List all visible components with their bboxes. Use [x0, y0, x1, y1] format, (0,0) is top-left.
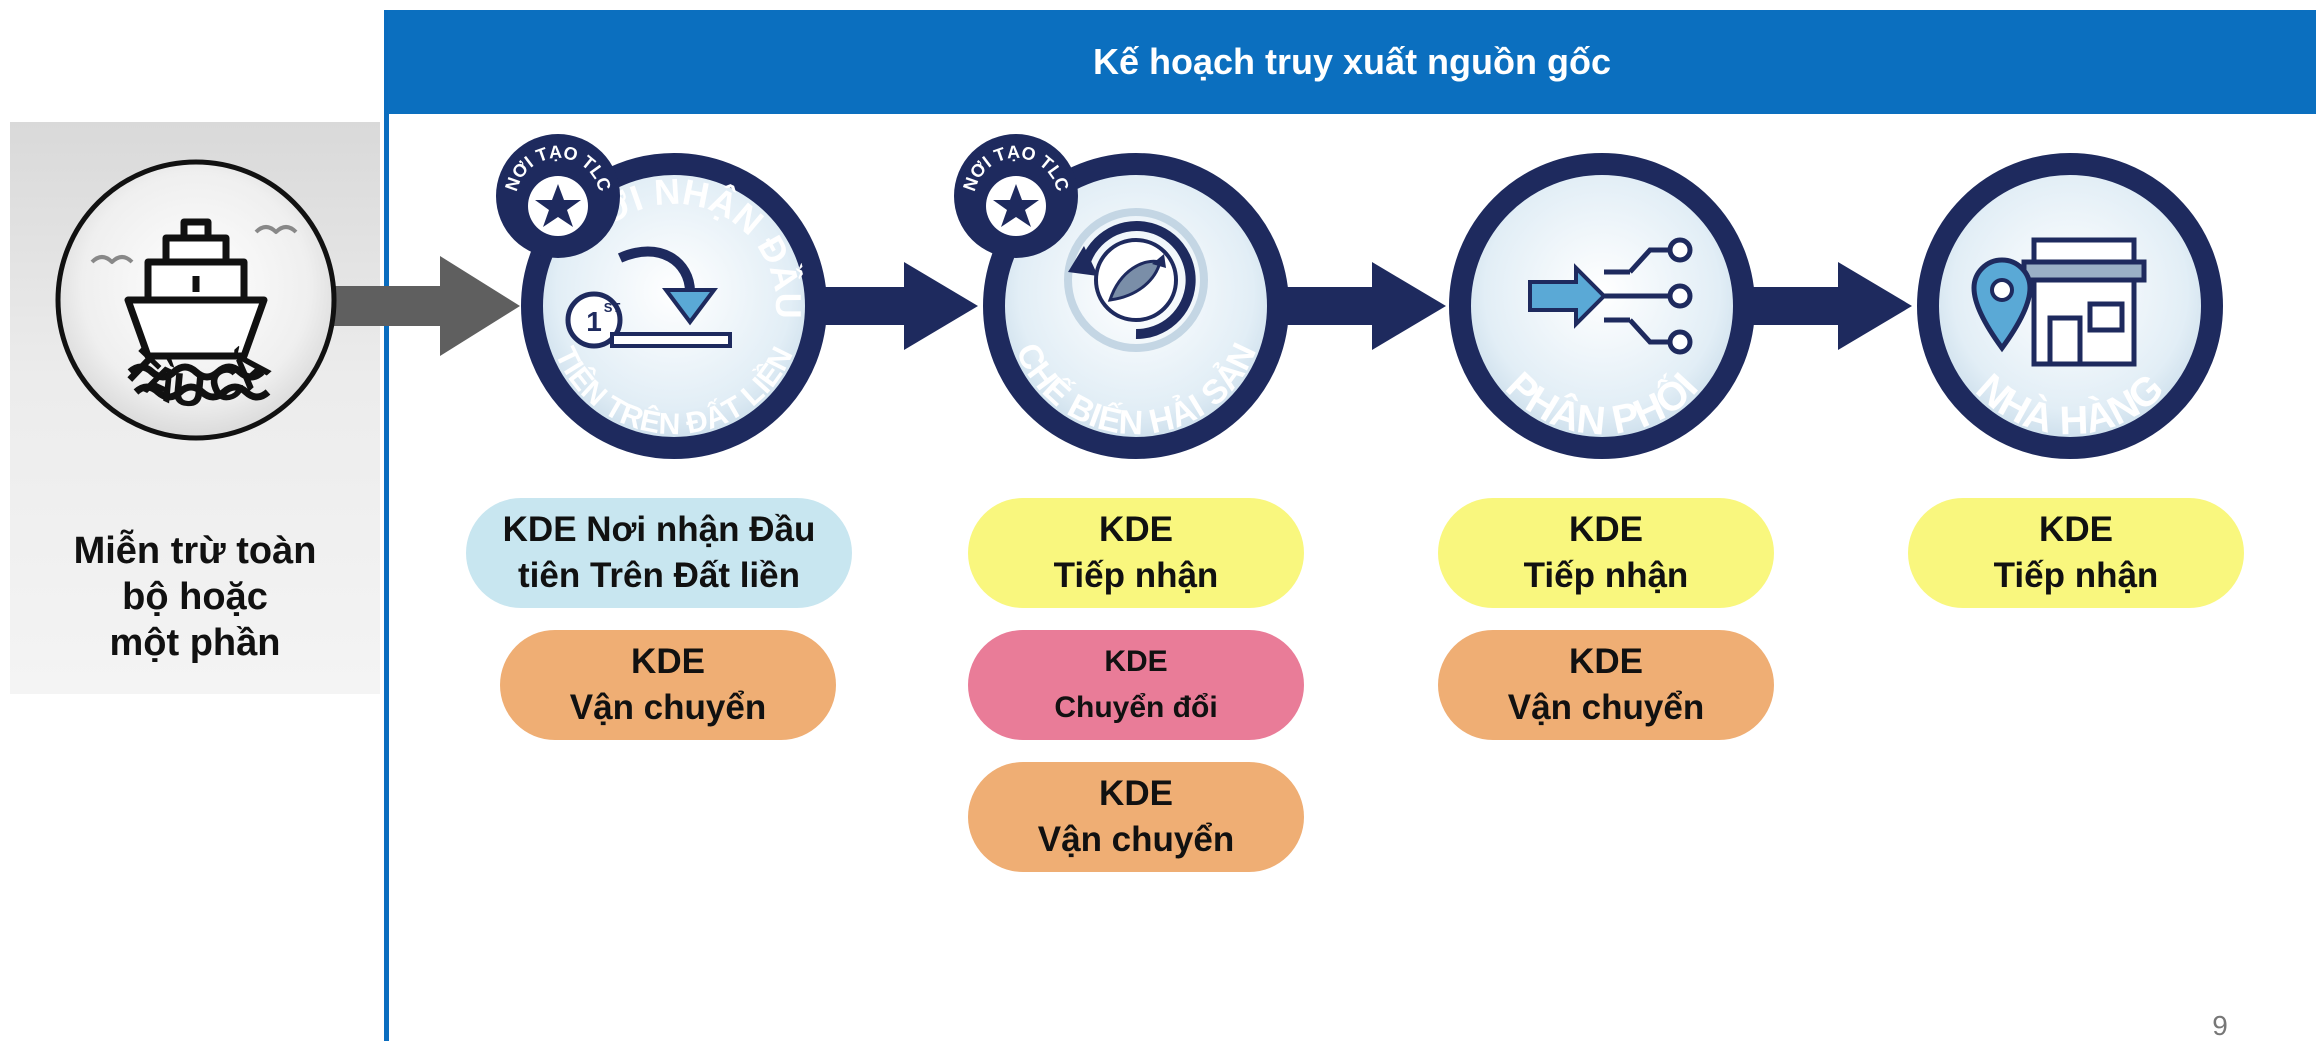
kde-shipping-pill-1: KDE Vận chuyển [500, 630, 836, 740]
fishing-boat-icon [90, 218, 298, 401]
node-distribution: PHÂN PHỐI [1449, 153, 1755, 459]
pill-line2: tiên Trên Đất liền [518, 556, 800, 595]
divider-line [384, 10, 389, 1041]
pill-line2: Tiếp nhận [1053, 556, 1219, 595]
kde-shipping-pill-3: KDE Vận chuyển [1438, 630, 1774, 740]
seafood-processing-icon [1064, 208, 1208, 352]
pill-line2: Vận chuyển [569, 688, 767, 727]
restaurant-icon [1971, 237, 2147, 367]
pill-line2: Tiếp nhận [1993, 556, 2159, 595]
pill-line2: Vận chuyển [1507, 688, 1705, 727]
pill-line1: KDE [631, 642, 705, 681]
pill-line1: KDE Nơi nhận Đầu [502, 510, 816, 549]
header-bar [388, 10, 2316, 114]
node-fishing-boat: TÀU CÁ [55, 159, 337, 441]
page-number: 9 [2212, 1010, 2228, 1041]
kde-receiving-pill-1: KDE Tiếp nhận [968, 498, 1304, 608]
pill-line1: KDE [1569, 510, 1643, 549]
distribution-icon [1528, 237, 1693, 355]
pill-line1: KDE [2039, 510, 2113, 549]
pill-line1: KDE [1099, 774, 1173, 813]
pill-line1: KDE [1099, 510, 1173, 549]
pill-line1: KDE [1569, 642, 1643, 681]
tlc-badge-1: NƠI TẠO TLC [496, 134, 620, 258]
kde-receiving-pill-3: KDE Tiếp nhận [1908, 498, 2244, 608]
page-title: Kế hoạch truy xuất nguồn gốc [1092, 41, 1612, 82]
kde-shipping-pill-2: KDE Vận chuyển [968, 762, 1304, 872]
first-receiver-icon: 1 ST [565, 246, 732, 349]
node-seafood-processing: CHẾ BIẾN HẢI SẢN NƠI TẠO TLC [954, 134, 1289, 459]
pill-line2: Chuyển đổi [1054, 691, 1218, 724]
exemption-label: Miễn trừ toàn bộ hoặc một phần [73, 530, 317, 664]
kde-transformation-pill: KDE Chuyển đổi [968, 630, 1304, 740]
first-ordinal-number: 1 [586, 306, 602, 337]
arrow-boat-to-first-receiver [332, 256, 520, 356]
node-restaurant: NHÀ HÀNG [1917, 153, 2223, 459]
pill-line1: KDE [1104, 645, 1168, 678]
first-ordinal-suffix: ST [604, 300, 621, 315]
star-icon [993, 184, 1039, 227]
tlc-badge-2: NƠI TẠO TLC [954, 134, 1078, 258]
pill-line2: Vận chuyển [1037, 820, 1235, 859]
node-first-land-receiver: 1 ST NƠI NHẬN ĐẦU TIÊN TRÊN ĐẤT LIỀN NƠI… [496, 134, 827, 459]
star-icon [535, 184, 581, 227]
pill-line2: Tiếp nhận [1523, 556, 1689, 595]
kde-receiving-pill-2: KDE Tiếp nhận [1438, 498, 1774, 608]
kde-first-receiver-pill: KDE Nơi nhận Đầu tiên Trên Đất liền [466, 498, 852, 608]
